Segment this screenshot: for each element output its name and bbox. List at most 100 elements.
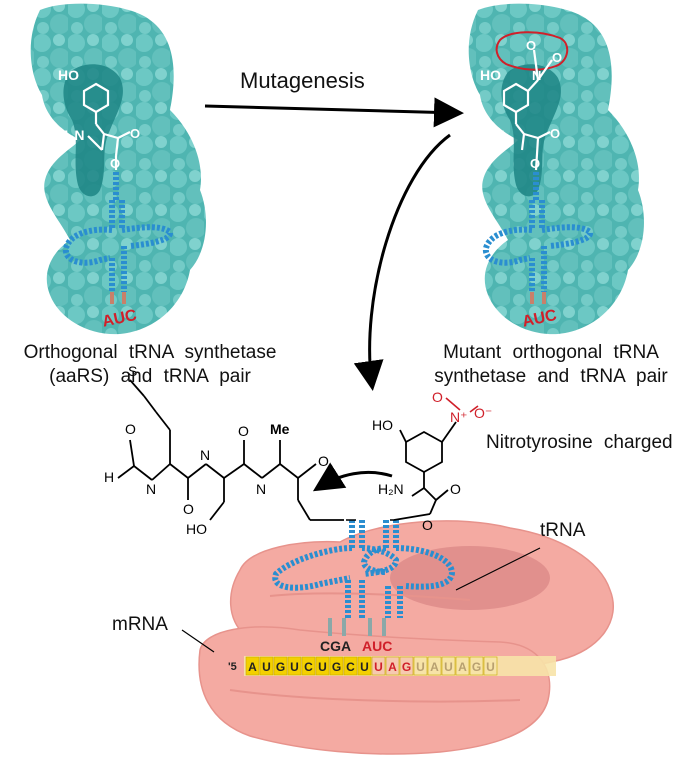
peptide-structure xyxy=(117,379,344,521)
anticodon-right: AUC xyxy=(521,307,559,331)
label-o-nitro-1: O xyxy=(526,38,536,53)
label-n-plus: N⁺ xyxy=(450,409,468,425)
label-o-2: O xyxy=(238,423,249,439)
nucleotide-box xyxy=(329,656,344,676)
anticodon-stem-left xyxy=(110,292,126,304)
mrna-label: mRNA xyxy=(112,614,168,635)
nucleotide-letter: U xyxy=(318,660,327,674)
nitro-bond-2 xyxy=(469,405,479,413)
nucleotide-letter: A xyxy=(248,660,257,674)
right-caption-line1: Mutant orthogonal tRNA xyxy=(443,342,659,363)
nucleotide-letter: A xyxy=(388,660,397,674)
left-caption-line1: Orthogonal tRNA synthetase xyxy=(23,342,277,363)
nucleotide-box xyxy=(315,656,330,676)
trna-left xyxy=(62,172,173,292)
label-o-formyl: O xyxy=(125,421,136,437)
nucleotide-box xyxy=(245,656,260,676)
nucleotide-letter: G xyxy=(276,660,285,674)
label-o-nitro-ester: O xyxy=(422,517,433,533)
trna-label: tRNA xyxy=(540,520,586,541)
nucleotide-box xyxy=(385,656,400,676)
label-h-formyl: H xyxy=(104,469,114,485)
label-o-nitro-carbonyl: O xyxy=(450,481,461,497)
nucleotide-letter: U xyxy=(416,660,425,674)
nitrotyrosine-structure xyxy=(393,421,457,521)
label-n-nitro: N xyxy=(532,68,541,83)
label-o-nitro-2: O xyxy=(552,50,562,65)
aars-enzyme-left: HO H₂N O O AUC xyxy=(30,3,206,335)
nucleotide-letter: C xyxy=(304,660,313,674)
label-o-ester: O xyxy=(530,156,540,171)
anticodon-stems-ribosome xyxy=(328,618,386,636)
nucleotide-box xyxy=(483,656,498,676)
label-h2n-nitro: H₂N xyxy=(378,481,404,497)
trna-a-site xyxy=(360,520,456,618)
nucleotide-box xyxy=(469,656,484,676)
mutant-aars-enzyme-right: HO N O O H₂N O O AUC xyxy=(468,3,644,335)
label-ho: HO xyxy=(58,67,79,83)
nucleotide-letter: G xyxy=(472,660,481,674)
nucleotide-box xyxy=(455,656,470,676)
label-o-minus: O⁻ xyxy=(474,405,492,421)
left-caption-line2: (aaRS) and tRNA pair xyxy=(49,366,251,387)
transfer-arrow xyxy=(312,462,393,492)
label-o-nitro-a: O xyxy=(432,389,443,405)
label-ho: HO xyxy=(480,67,501,83)
ribosome-groove xyxy=(229,689,521,703)
nitro-bond-1 xyxy=(445,397,461,411)
nitrotyrosine-labels: HO N⁺ O O⁻ H₂N O O xyxy=(372,389,492,533)
mrna-five-prime: '5 xyxy=(228,661,237,673)
peptide-labels: H O S N O N HO O N Me O xyxy=(104,363,329,537)
curved-arrow xyxy=(353,133,451,391)
mrna-pointer xyxy=(181,629,215,653)
nucleotide-box xyxy=(301,656,316,676)
label-n-1: N xyxy=(146,481,156,497)
anticodon-auc-ribosome: AUC xyxy=(362,638,392,654)
nucleotide-letter: G xyxy=(402,660,411,674)
label-n-3: N xyxy=(256,481,266,497)
nucleotide-letter: U xyxy=(360,660,369,674)
right-caption-line2: synthetase and tRNA pair xyxy=(434,366,668,387)
trna-right xyxy=(482,172,593,292)
nucleotide-box xyxy=(273,656,288,676)
label-s-met: S xyxy=(128,363,137,379)
nucleotide-letter: U xyxy=(374,660,383,674)
label-o-ester: O xyxy=(110,156,120,171)
label-n-2: N xyxy=(200,447,210,463)
nucleotide-box xyxy=(357,656,372,676)
nucleotide-letter: U xyxy=(486,660,495,674)
nucleotide-box xyxy=(259,656,274,676)
nucleotide-letter: A xyxy=(458,660,467,674)
label-ho-ser: HO xyxy=(186,521,207,537)
nucleotide-letter: U xyxy=(262,660,271,674)
nucleotide-box xyxy=(371,656,386,676)
nucleotide-box xyxy=(343,656,358,676)
label-ho-nitro: HO xyxy=(372,417,393,433)
label-h2n: H₂N xyxy=(478,127,504,143)
anticodon-cga: CGA xyxy=(320,638,351,654)
label-o-carbonyl: O xyxy=(130,126,140,141)
nucleotide-box xyxy=(399,656,414,676)
nucleotide-box xyxy=(427,656,442,676)
label-o-3: O xyxy=(318,453,329,469)
mutagenesis-label: Mutagenesis xyxy=(240,68,365,93)
label-o-carbonyl: O xyxy=(550,126,560,141)
nucleotide-letter: G xyxy=(332,660,341,674)
label-h2n: H₂N xyxy=(58,127,84,143)
nucleotide-box xyxy=(287,656,302,676)
mutagenesis-arrow xyxy=(204,97,464,128)
label-o-1: O xyxy=(183,501,194,517)
trna-pointer xyxy=(455,547,541,591)
ribosome-pocket xyxy=(390,546,550,610)
nucleotide-box xyxy=(413,656,428,676)
nucleotide-letter: U xyxy=(290,660,299,674)
nucleotide-box xyxy=(441,656,456,676)
nucleotide-letter: C xyxy=(346,660,355,674)
label-me: Me xyxy=(270,421,290,437)
nucleotide-letter: U xyxy=(444,660,453,674)
